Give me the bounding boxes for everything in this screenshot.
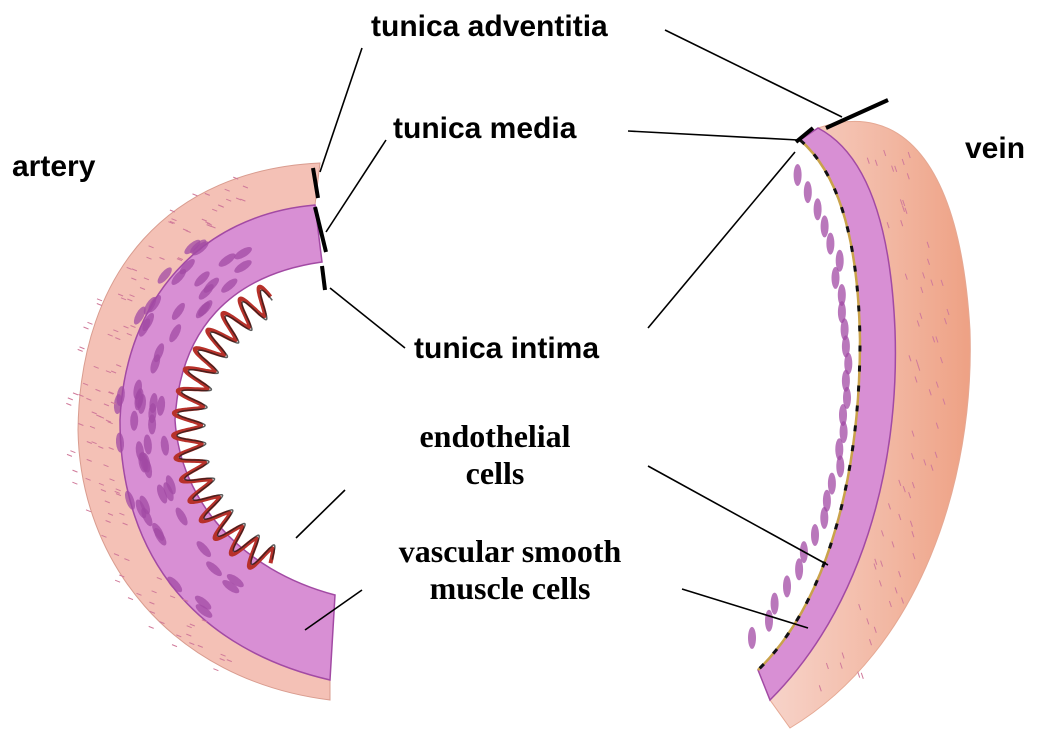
- adventitia-fiber: [67, 454, 72, 456]
- smooth-muscle-cell: [820, 507, 828, 529]
- adventitia-fiber: [149, 626, 154, 628]
- adventitia-fiber: [78, 349, 83, 351]
- endothelial-label-line1: endothelial: [380, 418, 610, 455]
- adventitia-fiber: [66, 403, 71, 405]
- endothelial-label-line2: cells: [380, 455, 610, 492]
- adventitia-fiber: [193, 194, 198, 196]
- leader-endothelial-vein: [648, 466, 828, 565]
- adventitia-fiber: [115, 580, 120, 582]
- tunica-media-label: tunica media: [393, 112, 576, 146]
- leader-adventitia-vein: [665, 30, 842, 117]
- smooth-muscle-cell: [765, 610, 773, 632]
- leader-media-artery: [326, 140, 386, 232]
- adventitia-fiber: [84, 327, 89, 329]
- adventitia-fiber: [72, 482, 77, 484]
- leader-intima-artery: [330, 288, 405, 348]
- smooth-muscle-cell: [826, 233, 834, 255]
- smooth-muscle-cell: [771, 593, 779, 615]
- adventitia-fiber: [858, 672, 860, 678]
- vein-cross-section: [748, 121, 970, 728]
- adventitia-fiber: [97, 299, 102, 301]
- leader-intima-vein: [648, 152, 795, 328]
- vein-label: vein: [965, 132, 1025, 166]
- adventitia-fiber: [88, 322, 93, 324]
- smooth-muscle-cell: [795, 558, 803, 580]
- smooth-muscle-cell: [783, 575, 791, 597]
- tunica-intima-label: tunica intima: [414, 332, 599, 366]
- adventitia-fiber: [861, 673, 863, 679]
- adventitia-fiber: [73, 470, 78, 472]
- smooth-muscle-cell: [836, 455, 844, 477]
- smooth-muscle-cell: [811, 524, 819, 546]
- adventitia-fiber: [68, 398, 73, 400]
- smooth-muscle-cell: [794, 164, 802, 186]
- tunica-adventitia-label: tunica adventitia: [371, 10, 608, 44]
- leader-adventitia-artery: [320, 48, 362, 172]
- adventitia-fiber: [80, 347, 85, 349]
- vsmc-label-line1: vascular smooth: [360, 533, 660, 570]
- vascular-smooth-muscle-cells-label: vascular smooth muscle cells: [360, 533, 660, 607]
- smooth-muscle-cell: [832, 267, 840, 289]
- smooth-muscle-cell: [804, 181, 812, 203]
- adventitia-fiber: [97, 304, 102, 306]
- endothelial-cells-label: endothelial cells: [380, 418, 610, 492]
- smooth-muscle-cell: [821, 215, 829, 237]
- adventitia-fiber: [128, 598, 133, 600]
- leader-endothelial-artery: [296, 490, 345, 538]
- vsmc-label-line2: muscle cells: [360, 570, 660, 607]
- artery-intima-tick: [322, 266, 325, 290]
- artery-label: artery: [12, 150, 95, 184]
- adventitia-fiber: [213, 669, 218, 671]
- smooth-muscle-cell: [748, 627, 756, 649]
- artery-cross-section: [66, 163, 335, 700]
- adventitia-fiber: [73, 393, 78, 395]
- adventitia-fiber: [172, 645, 177, 647]
- smooth-muscle-cell: [828, 473, 836, 495]
- leader-media-vein: [628, 131, 798, 140]
- smooth-muscle-cell: [814, 198, 822, 220]
- adventitia-fiber: [86, 510, 91, 512]
- adventitia-fiber: [70, 451, 75, 453]
